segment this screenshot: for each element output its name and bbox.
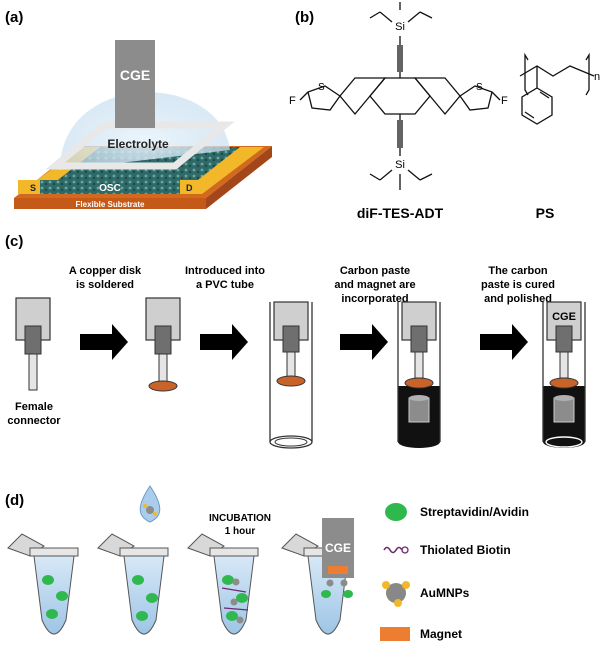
step1-line2: is soldered [76,279,134,291]
incubation-line2: 1 hour [225,526,256,537]
panel-d: (d) INCUBATION 1 hour [5,485,529,641]
female-connector: Female connector [7,297,61,427]
arrow-1 [80,324,128,360]
drain-label: D [186,183,193,193]
incubation-line1: INCUBATION [209,513,271,524]
step4-line2: paste is cured [481,279,555,291]
cge-label-d: CGE [325,541,351,555]
aumnp-icon [386,583,406,603]
legend-item-biotin: Thiolated Biotin [383,543,511,557]
si-bottom: Si [395,159,405,171]
process-arrows [80,324,528,360]
step3-line2: and magnet are [334,279,415,291]
panel-label-c: (c) [5,233,23,250]
f-right: F [501,95,508,107]
osc-label: OSC [99,183,121,194]
connector-line2: connector [7,415,61,427]
si-top: Si [395,21,405,33]
connector-with-disk [145,297,181,392]
cge-label-a: CGE [120,67,150,83]
eppendorf-tube-3: INCUBATION 1 hour [187,513,271,635]
legend-label-streptavidin: Streptavidin/Avidin [420,505,529,519]
streptavidin-icon [385,503,407,521]
osc-front [40,180,180,194]
step4-line3: and polished [484,293,552,305]
panel-label-d: (d) [5,492,24,509]
pvc-tube-2 [397,301,441,448]
cge-electrode [115,40,155,128]
biotin-icon [383,546,403,554]
eppendorf-tube-4: CGE [281,518,354,635]
eppendorf-tube-2 [97,485,169,635]
pvc-tube-1 [269,301,313,449]
step-captions: A copper disk is soldered Introduced int… [69,265,555,305]
electrolyte-dome [60,92,230,170]
eppendorf-tube-1 [7,533,79,635]
legend-label-biotin: Thiolated Biotin [420,543,511,557]
electrolyte-frame [45,121,235,170]
legend-item-streptavidin: Streptavidin/Avidin [385,503,529,521]
substrate-side [206,146,272,209]
legend-label-aumnp: AuMNPs [420,586,470,600]
diF-TES-ADT-structure [299,2,501,190]
copper-disk [148,380,178,392]
legend-item-aumnp: AuMNPs [382,581,470,607]
pvc-tube-3: CGE [542,301,586,448]
source-label: S [30,183,36,193]
panel-c: (c) A copper disk is soldered Introduced… [5,233,586,449]
step1-line1: A copper disk [69,265,142,277]
ps-subscript-n: n [594,71,600,83]
legend-label-magnet: Magnet [420,627,462,641]
step4-line1: The carbon [488,265,548,277]
panel-label-a: (a) [5,9,23,26]
substrate-label: Flexible Substrate [76,200,145,209]
panel-b: (b) Si Si S [289,2,600,221]
magnet-icon [380,627,410,641]
connector-line1: Female [15,401,53,413]
s-left: S [318,82,325,93]
cge-label-c: CGE [552,311,576,323]
electrolyte-label: Electrolyte [107,137,169,151]
legend-item-magnet: Magnet [380,627,462,641]
f-left: F [289,95,296,107]
panel-label-b: (b) [295,9,314,26]
step2-line1: Introduced into [185,265,265,277]
ps-structure [519,52,595,125]
legend: Streptavidin/Avidin Thiolated Biotin AuM… [380,503,529,641]
substrate-front [14,198,206,209]
panel-a: (a) CGE Electrolyte S D OSC Flexible Sub… [5,9,272,209]
magnet-cylinder [408,397,430,423]
step2-line2: a PVC tube [196,279,254,291]
arrow-3 [340,324,388,360]
mol1-name: diF-TES-ADT [357,205,444,221]
arrow-4 [480,324,528,360]
droplet [139,485,161,523]
s-right: S [476,82,483,93]
arrow-2 [200,324,248,360]
step3-line3: incorporated [341,293,408,305]
mol2-name: PS [536,205,555,221]
step3-line1: Carbon paste [340,265,410,277]
